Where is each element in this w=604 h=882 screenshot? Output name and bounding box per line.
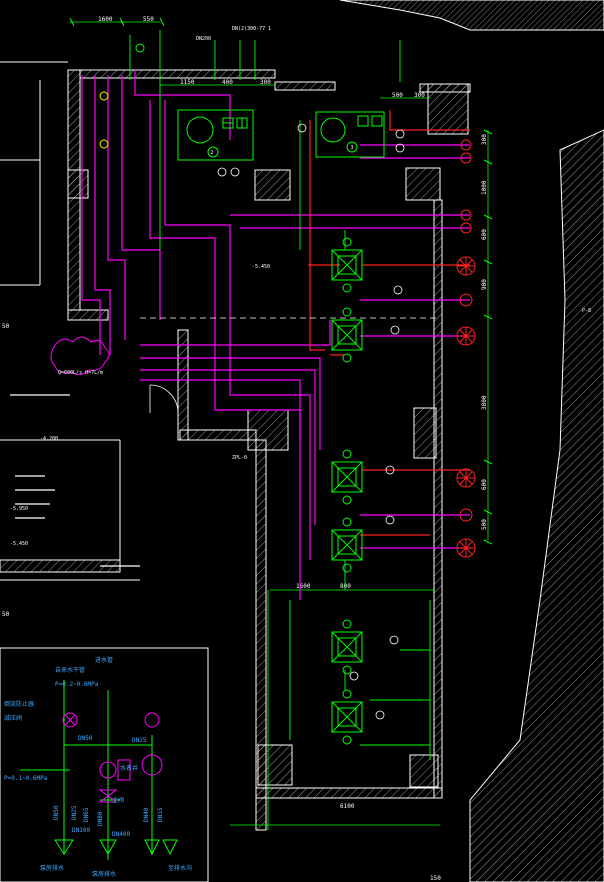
level-markers — [99, 43, 145, 149]
pump-1 — [331, 237, 363, 293]
page-number: 150 — [430, 875, 441, 882]
label-left-elev2: -5.450 — [10, 541, 28, 547]
legend-dn50: DN50 — [78, 735, 93, 742]
door-swing — [149, 384, 179, 414]
labels: DN200 DN(2)300-77 1 -5.450 P-8 -4.200 -5… — [10, 26, 591, 547]
pump-5 — [331, 619, 363, 675]
legend-dn50a: DN50 — [53, 805, 60, 820]
legend-water-main: 自来水干管 — [55, 666, 85, 674]
legend-valve: 倒流防止器 — [4, 700, 34, 708]
legend-bottom-right: 至排水沟 — [168, 864, 192, 872]
equipment-number-3: 3 — [350, 145, 353, 151]
dim-1600-top: 1600 — [98, 16, 113, 23]
left-notes-block — [10, 394, 140, 567]
legend-outlet-pressure: P=0.1~0.6MPa — [4, 775, 48, 782]
dim-right-3800: 3800 — [481, 395, 488, 410]
legend-main-valve: 主阀 — [112, 796, 124, 804]
right-rock-wall — [469, 129, 604, 882]
dim-right-600b: 600 — [481, 479, 488, 490]
scale-50b: 50 — [2, 611, 10, 618]
spoked-nozzle-3 — [456, 468, 476, 488]
pipes-red — [308, 110, 470, 536]
outer-wall-diagonal — [339, 0, 604, 31]
pump-unit-top-right — [315, 111, 385, 158]
label-dn200-spec: DN(2)300-77 1 — [232, 26, 271, 32]
legend-dn25a: DN25 — [71, 805, 78, 820]
legend-pressure: P=0.2~0.6MPa — [55, 681, 99, 688]
legend-bottom-mid: 泵房排水 — [92, 870, 116, 878]
wall-lower-left-vert — [177, 329, 189, 441]
label-left-elev: -4.200 — [40, 436, 58, 442]
spoked-nozzle-2 — [456, 326, 476, 346]
dim-right-300: 300 — [481, 134, 488, 145]
wall-lower-left-block — [179, 429, 257, 441]
dim-400: 400 — [222, 79, 233, 86]
scale-50a: 50 — [2, 323, 10, 330]
outlet-nozzles — [456, 139, 476, 558]
dim-bottom-800: 800 — [340, 583, 351, 590]
pump-3 — [331, 449, 363, 505]
dimension-lines — [70, 21, 489, 830]
dim-550-top: 550 — [143, 16, 154, 23]
dim-bottom-1600: 1600 — [296, 583, 311, 590]
pipes-green — [129, 30, 431, 760]
legend-dn40: DN40 — [143, 807, 150, 822]
dim-right-600a: 600 — [481, 229, 488, 240]
legend-dn25: DN25 — [132, 737, 147, 744]
wall-corridor-left — [255, 439, 267, 831]
legend-dn15: DN15 — [157, 807, 164, 822]
dim-300: 300 — [260, 79, 271, 86]
dim-right-500: 500 — [481, 519, 488, 530]
pump-unit-top-left — [177, 109, 254, 161]
legend-dn100: DN100 — [72, 827, 90, 834]
dim-500-right: 500 — [392, 92, 403, 99]
dim-1150: 1150 — [180, 79, 195, 86]
wall-top-block-left — [67, 169, 89, 199]
gauges — [217, 123, 405, 720]
legend-bottom-left: 泵房排水 — [40, 864, 64, 872]
column-bottom-left — [257, 744, 293, 786]
pump-6 — [331, 689, 363, 745]
equipment-number-2: 2 — [210, 150, 213, 156]
wall-top-right — [274, 81, 336, 91]
wall-right-lower — [433, 199, 443, 799]
wall-left-bottom — [67, 309, 109, 321]
label-floor-level: -5.450 — [252, 264, 270, 270]
dim-bottom-6100: 6100 — [340, 803, 355, 810]
label-left-note: -5.950 — [10, 506, 28, 512]
legend-reducer: 减压阀 — [4, 714, 22, 722]
spoked-nozzle-1 — [456, 256, 476, 276]
dimension-text-vertical: 300 1000 600 900 3800 600 500 — [481, 134, 488, 530]
label-flow: Q=600L/s H=7L/m — [58, 370, 103, 376]
wall-bottom — [255, 787, 443, 799]
wall-top — [79, 69, 276, 79]
dim-300-right: 300 — [414, 92, 425, 99]
spoked-nozzle-4 — [456, 538, 476, 558]
column-right-mid — [413, 407, 437, 459]
legend-meter: 水表井 — [120, 764, 138, 772]
pipes-magenta — [81, 70, 470, 600]
dimension-text: 1600 550 1150 400 300 500 300 1600 800 6… — [98, 16, 425, 810]
column-mid-upper — [254, 169, 291, 201]
pump-units-column — [331, 237, 363, 745]
dimension-ticks — [69, 17, 493, 545]
label-right-p8: P-8 — [582, 308, 591, 314]
dim-right-900: 900 — [481, 279, 488, 290]
detail-legend-box: 自来水干管 P=0.2~0.6MPa 进水管 倒流防止器 减压阀 DN50 DN… — [0, 647, 209, 882]
dim-right-1000: 1000 — [481, 180, 488, 195]
legend-dn65: DN65 — [83, 807, 90, 822]
pump-2 — [331, 307, 363, 363]
legend-inlet: 进水管 — [95, 656, 113, 664]
legend-valve-symbols — [62, 712, 163, 803]
legend-dn400: DN400 — [112, 831, 130, 838]
column-right-upper2 — [405, 167, 441, 201]
revision-cloud — [50, 336, 110, 376]
label-dn200: DN200 — [196, 36, 211, 42]
label-zpl: ZPL-0 — [232, 455, 247, 461]
legend-dn80: DN80 — [97, 811, 104, 826]
column-right-upper — [427, 83, 469, 135]
pump-4 — [331, 517, 363, 573]
